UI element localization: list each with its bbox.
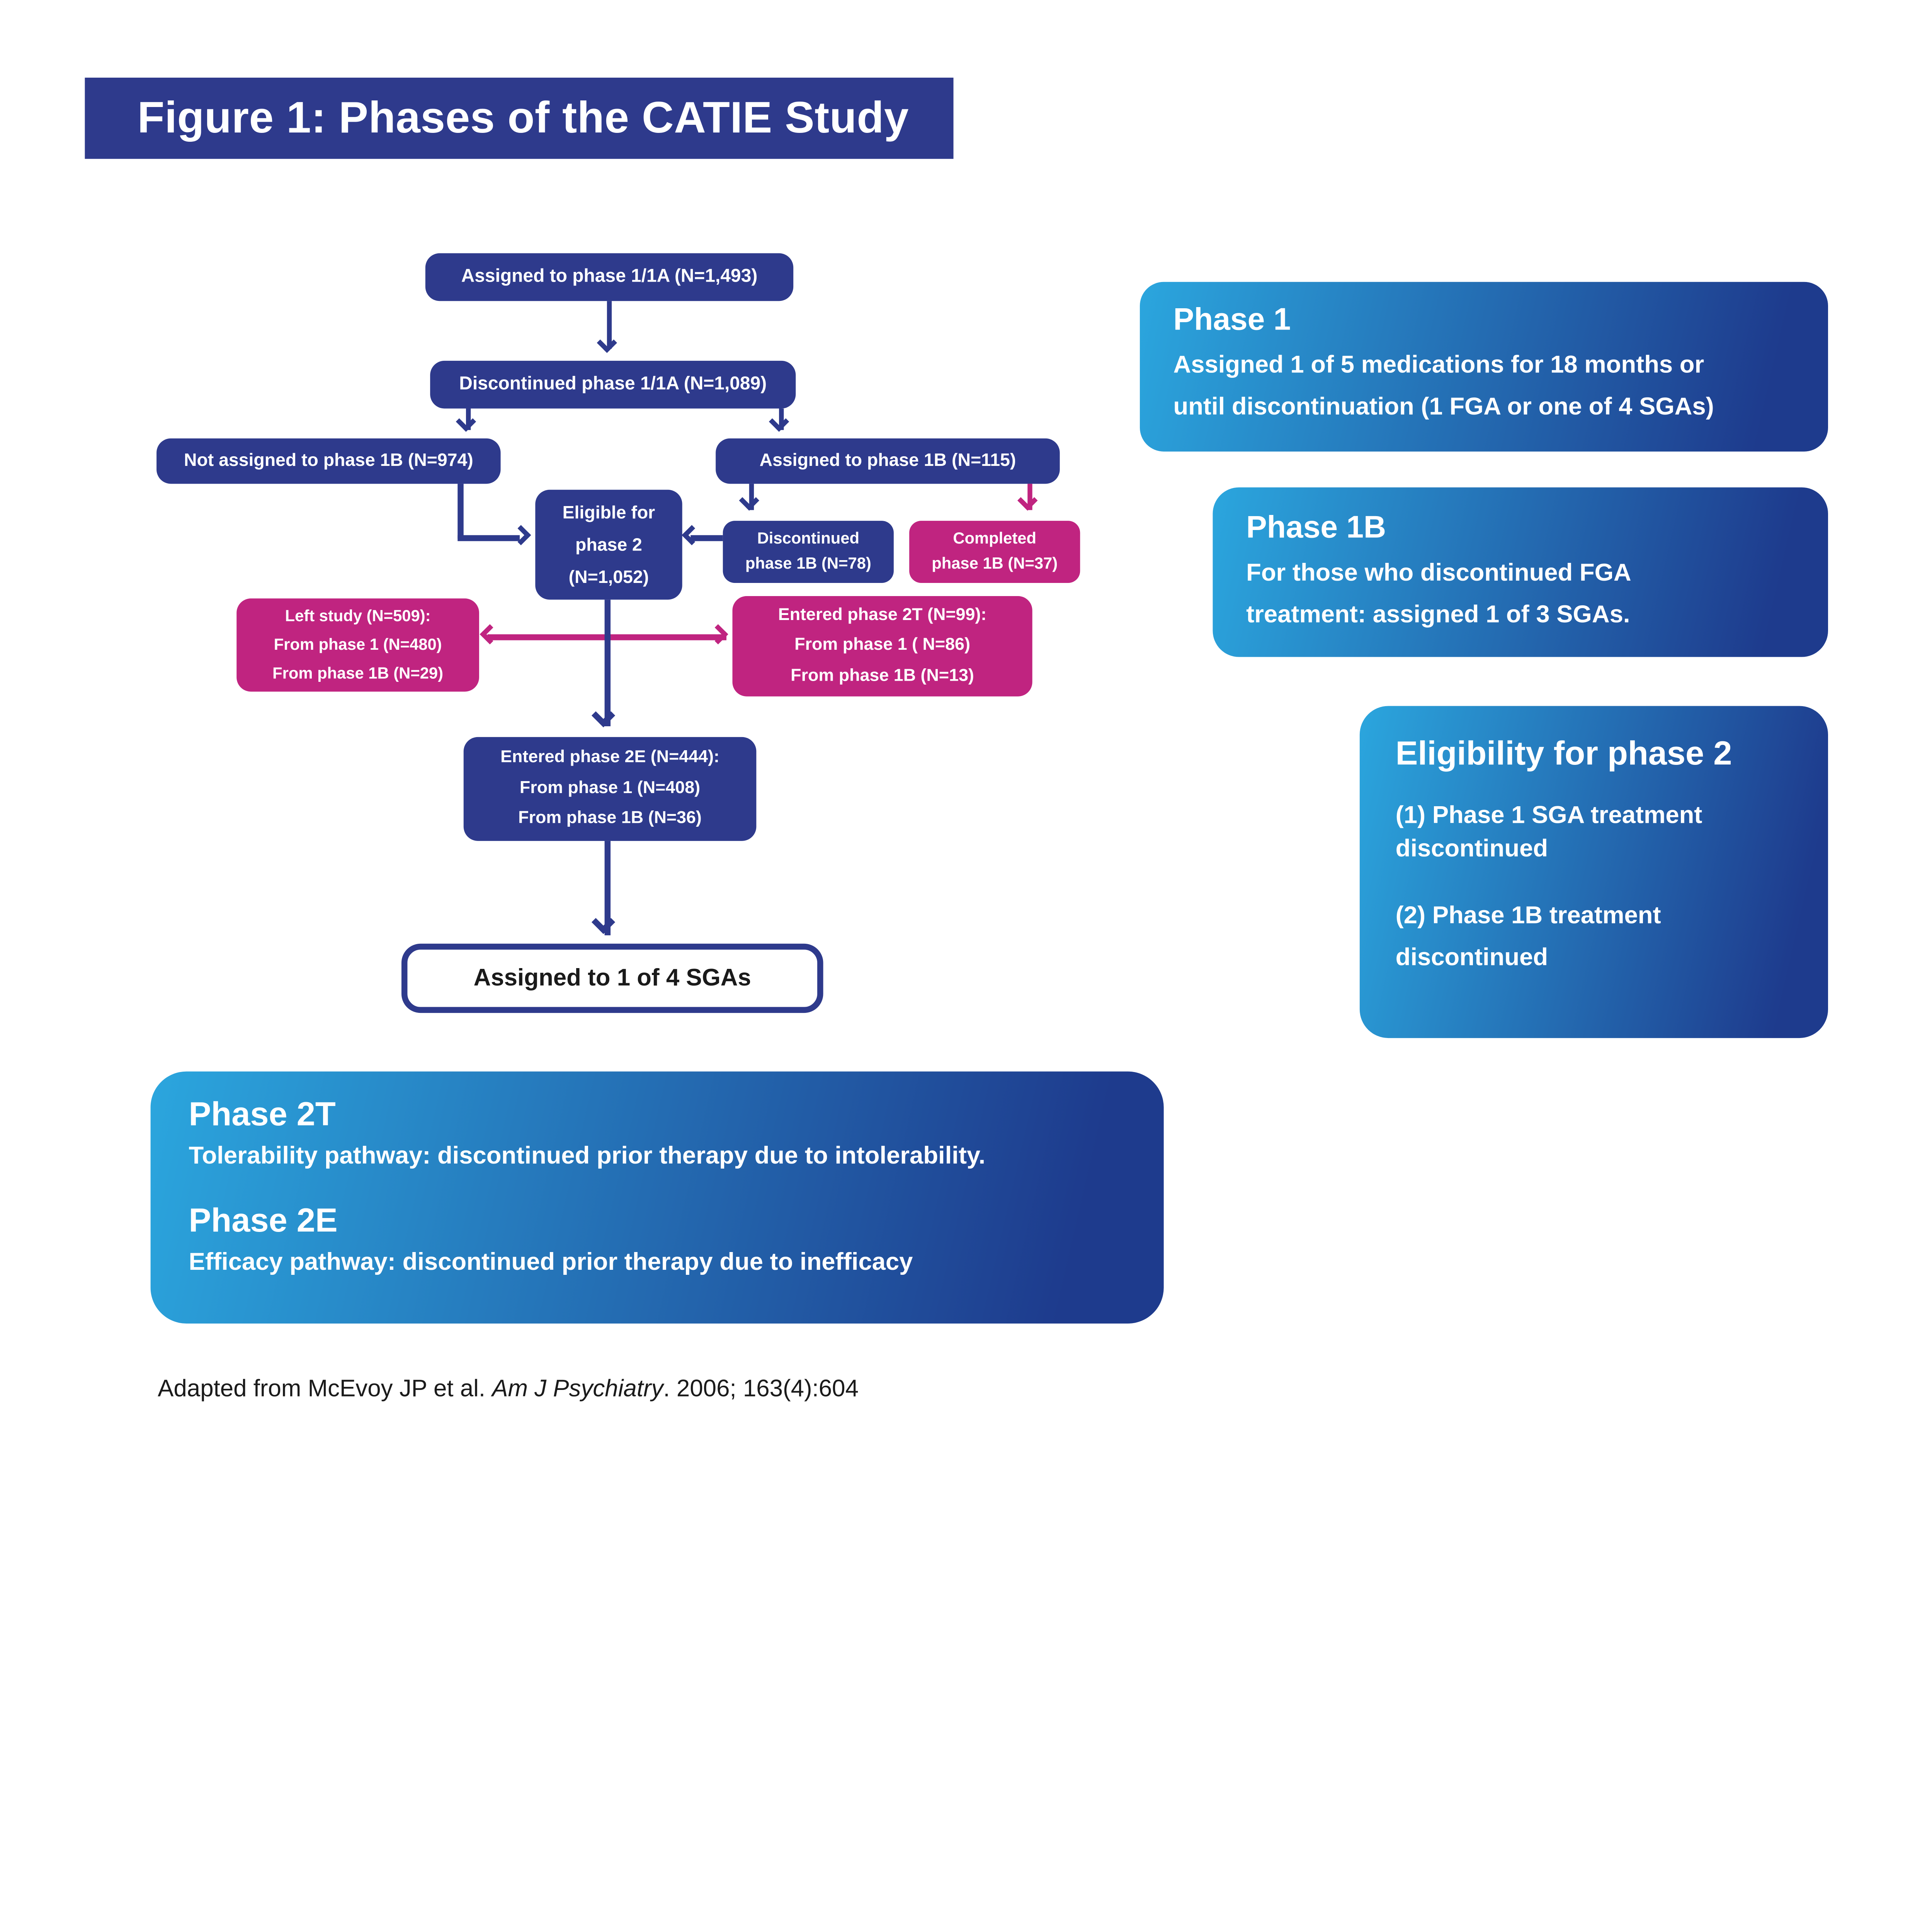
box-label: Not assigned to phase 1B (N=974)	[184, 450, 473, 471]
box-entered-phase-2e: Entered phase 2E (N=444): From phase 1 (…	[463, 737, 757, 841]
arrow-line-disc1b-to-eligible	[690, 535, 723, 541]
box-line: Left study (N=509):	[285, 606, 431, 624]
box-line: From phase 1 (N=480)	[274, 635, 442, 653]
arrowhead-down-icon	[1017, 490, 1038, 511]
box-line: phase 1B (N=37)	[932, 554, 1058, 573]
box-entered-phase-2t: Entered phase 2T (N=99): From phase 1 ( …	[732, 596, 1032, 697]
source-caption: Adapted from McEvoy JP et al. Am J Psych…	[158, 1376, 859, 1403]
box-line: Discontinued	[757, 529, 860, 547]
box-line: phase 2	[575, 534, 642, 555]
arrowhead-down-icon	[591, 703, 616, 727]
info-box-phase-1b: Phase 1B For those who discontinued FGA …	[1213, 487, 1828, 657]
arrow-line-to-assigned-1b	[779, 408, 784, 430]
arrowhead-left-icon	[480, 624, 500, 645]
figure-title-bar: Figure 1: Phases of the CATIE Study	[85, 77, 954, 159]
box-assigned-phase-1b: Assigned to phase 1B (N=115)	[716, 438, 1060, 484]
caption-journal: Am J Psychiatry	[492, 1376, 663, 1403]
eligibility-item-1: (1) Phase 1 SGA treatment discontinued	[1395, 801, 1702, 862]
info-body-line: until discontinuation (1 FGA or one of 4…	[1173, 392, 1714, 420]
arrowhead-left-icon	[682, 525, 702, 545]
info-body-2t: Tolerability pathway: discontinued prior…	[189, 1142, 986, 1170]
info-heading: Eligibility for phase 2	[1395, 734, 1732, 772]
arrowhead-down-icon	[456, 411, 476, 432]
box-label: Assigned to phase 1B (N=115)	[759, 450, 1016, 471]
arrow-line-to-completed1b	[1027, 484, 1032, 510]
arrow-elbow-horizontal	[457, 535, 520, 541]
arrowhead-right-icon	[708, 624, 728, 645]
info-body-line: Assigned 1 of 5 medications for 18 month…	[1173, 351, 1704, 379]
box-label: Assigned to phase 1/1A (N=1,493)	[461, 266, 758, 287]
box-label: Discontinued phase 1/1A (N=1,089)	[459, 374, 767, 394]
info-body-2e: Efficacy pathway: discontinued prior the…	[189, 1248, 913, 1276]
arrowhead-down-icon	[591, 910, 616, 934]
info-heading: Phase 1	[1173, 301, 1291, 337]
arrowhead-down-icon	[597, 333, 617, 353]
eligibility-item-2: (2) Phase 1B treatment discontinued	[1395, 902, 1661, 972]
arrow-elbow-vertical	[457, 484, 464, 539]
box-line: From phase 1 (N=408)	[519, 778, 701, 798]
info-body-line: For those who discontinued FGA	[1246, 559, 1631, 587]
info-heading-2t: Phase 2T	[189, 1095, 336, 1133]
arrow-line-to-disc1b	[749, 484, 754, 510]
figure-page: Figure 1: Phases of the CATIE Study Assi…	[85, 77, 1828, 1403]
box-assigned-sgas: Assigned to 1 of 4 SGAs	[401, 943, 823, 1013]
box-line: Entered phase 2T (N=99):	[778, 605, 987, 625]
box-line: Entered phase 2E (N=444):	[500, 748, 720, 768]
box-line: From phase 1 ( N=86)	[794, 635, 970, 655]
box-line: From phase 1B (N=36)	[518, 809, 702, 828]
box-label: Assigned to 1 of 4 SGAs	[473, 964, 751, 991]
box-line: Eligible for	[562, 502, 655, 523]
info-box-phase-2t-2e: Phase 2T Tolerability pathway: discontin…	[150, 1071, 1164, 1324]
arrow-line-to-not-assigned	[466, 408, 471, 430]
info-heading: Phase 1B	[1246, 509, 1386, 545]
info-box-phase-1: Phase 1 Assigned 1 of 5 medications for …	[1139, 282, 1828, 452]
box-not-assigned-phase-1b: Not assigned to phase 1B (N=974)	[156, 438, 501, 484]
info-body-line: treatment: assigned 1 of 3 SGAs.	[1246, 600, 1630, 628]
box-line: (N=1,052)	[568, 567, 649, 587]
box-assigned-phase-1-1a: Assigned to phase 1/1A (N=1,493)	[425, 253, 794, 301]
box-left-study: Left study (N=509): From phase 1 (N=480)…	[236, 598, 479, 692]
box-completed-phase-1b: Completed phase 1B (N=37)	[909, 521, 1080, 583]
box-discontinued-phase-1b: Discontinued phase 1B (N=78)	[723, 521, 894, 583]
box-line: From phase 1B (N=13)	[791, 666, 974, 685]
box-line: From phase 1B (N=29)	[272, 664, 444, 683]
arrowhead-down-icon	[739, 490, 760, 511]
box-eligible-phase-2: Eligible for phase 2 (N=1,052)	[535, 489, 682, 600]
info-box-eligibility-phase-2: Eligibility for phase 2 (1) Phase 1 SGA …	[1359, 706, 1828, 1038]
box-line: phase 1B (N=78)	[745, 554, 871, 573]
figure-title: Figure 1: Phases of the CATIE Study	[137, 93, 909, 142]
box-line: Completed	[953, 529, 1037, 547]
info-heading-2e: Phase 2E	[189, 1201, 338, 1239]
arrowhead-down-icon	[769, 411, 789, 432]
arrow-line-1a-to-discontinued	[607, 301, 612, 349]
arrow-line-2e-to-sgas	[604, 841, 611, 936]
caption-prefix: Adapted from McEvoy JP et al.	[158, 1376, 492, 1403]
arrowhead-right-icon	[510, 525, 531, 545]
arrow-line-eligible-to-2e	[604, 600, 611, 727]
caption-suffix: . 2006; 163(4):604	[663, 1376, 859, 1403]
box-discontinued-phase-1-1a: Discontinued phase 1/1A (N=1,089)	[430, 360, 796, 409]
